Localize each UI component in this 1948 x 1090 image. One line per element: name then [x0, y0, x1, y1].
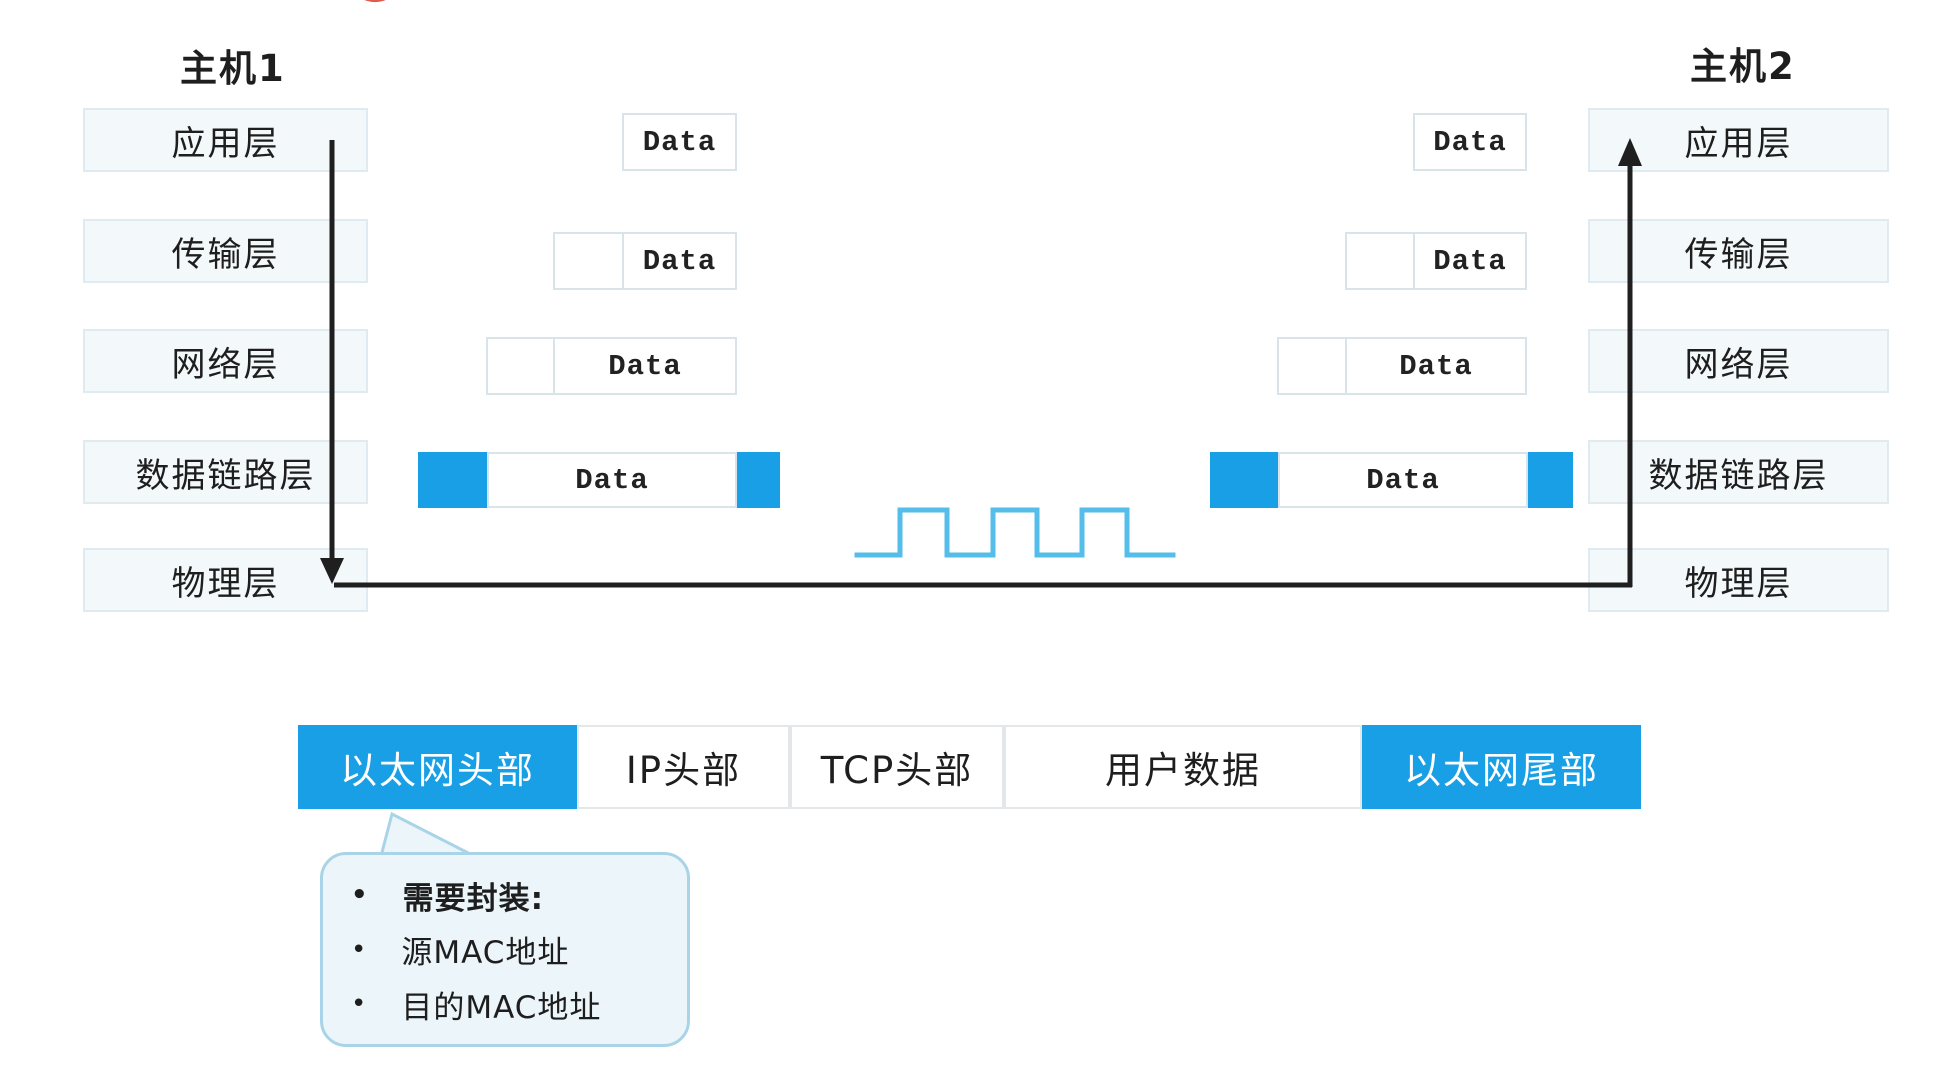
callout-item: • 目的MAC地址 [351, 982, 677, 1027]
host1-application-layer-box: 应用层 [83, 108, 368, 172]
callout-item: • 需要封装: [351, 873, 677, 918]
host2-datalink-layer-box: 数据链路层 [1588, 440, 1889, 504]
host1-title: 主机1 [180, 47, 286, 90]
callout-text: 需要封装: [402, 880, 545, 917]
host2-app-data-cell: Data [1413, 113, 1527, 171]
ethernet-header-callout: • 需要封装: • 源MAC地址 • 目的MAC地址 [320, 852, 690, 1047]
bullet-icon: • [351, 880, 369, 910]
bullet-icon: • [351, 934, 368, 965]
host2-ethernet-trailer-square [1528, 452, 1573, 508]
user-data-cell: 用户数据 [1004, 725, 1362, 809]
data-label: Data [1433, 244, 1507, 278]
host1-tcp-header-cell [553, 232, 624, 290]
host2-physical-layer-box: 物理层 [1588, 548, 1889, 612]
ethernet-header-cell: 以太网头部 [298, 725, 577, 809]
host2-network-layer-box: 网络层 [1588, 329, 1889, 393]
host1-datalink-layer-box: 数据链路层 [83, 440, 368, 504]
data-label: Data [1366, 463, 1440, 497]
data-label: Data [1433, 125, 1507, 159]
host2-transport-data-cell: Data [1413, 232, 1527, 290]
host2-transport-layer-box: 传输层 [1588, 219, 1889, 283]
data-label: Data [575, 463, 649, 497]
host1-transport-layer-box: 传输层 [83, 219, 368, 283]
callout-item: • 源MAC地址 [351, 927, 677, 972]
data-label: Data [1399, 349, 1473, 383]
tcp-header-cell: TCP头部 [790, 725, 1004, 809]
ethernet-frame-row: 以太网头部 IP头部 TCP头部 用户数据 以太网尾部 [298, 725, 1641, 809]
host1-ip-header-cell [486, 337, 555, 395]
callout-text: 目的MAC地址 [401, 989, 602, 1026]
host1-transport-data-cell: Data [622, 232, 737, 290]
callout-text: 源MAC地址 [401, 935, 570, 971]
host1-datalink-data-cell: Data [487, 452, 737, 508]
host1-app-data-cell: Data [622, 113, 737, 171]
host2-title: 主机2 [1690, 45, 1796, 88]
host2-ethernet-header-square [1210, 452, 1278, 508]
host1-network-data-cell: Data [553, 337, 737, 395]
ip-header-cell: IP头部 [577, 725, 790, 809]
host1-physical-layer-box: 物理层 [83, 548, 368, 612]
ethernet-trailer-cell: 以太网尾部 [1362, 725, 1641, 809]
host2-network-data-cell: Data [1345, 337, 1527, 395]
data-label: Data [608, 349, 682, 383]
data-label: Data [642, 244, 717, 278]
host1-ethernet-header-square [418, 452, 487, 508]
host2-application-layer-box: 应用层 [1588, 108, 1889, 172]
host2-ip-header-cell [1277, 337, 1347, 395]
data-label: Data [642, 125, 717, 159]
host1-network-layer-box: 网络层 [83, 329, 368, 393]
host2-datalink-data-cell: Data [1278, 452, 1528, 508]
signal-wave [854, 507, 1176, 558]
host1-ethernet-trailer-square [737, 452, 780, 508]
bullet-icon: • [351, 989, 368, 1019]
host2-tcp-header-cell [1345, 232, 1415, 290]
